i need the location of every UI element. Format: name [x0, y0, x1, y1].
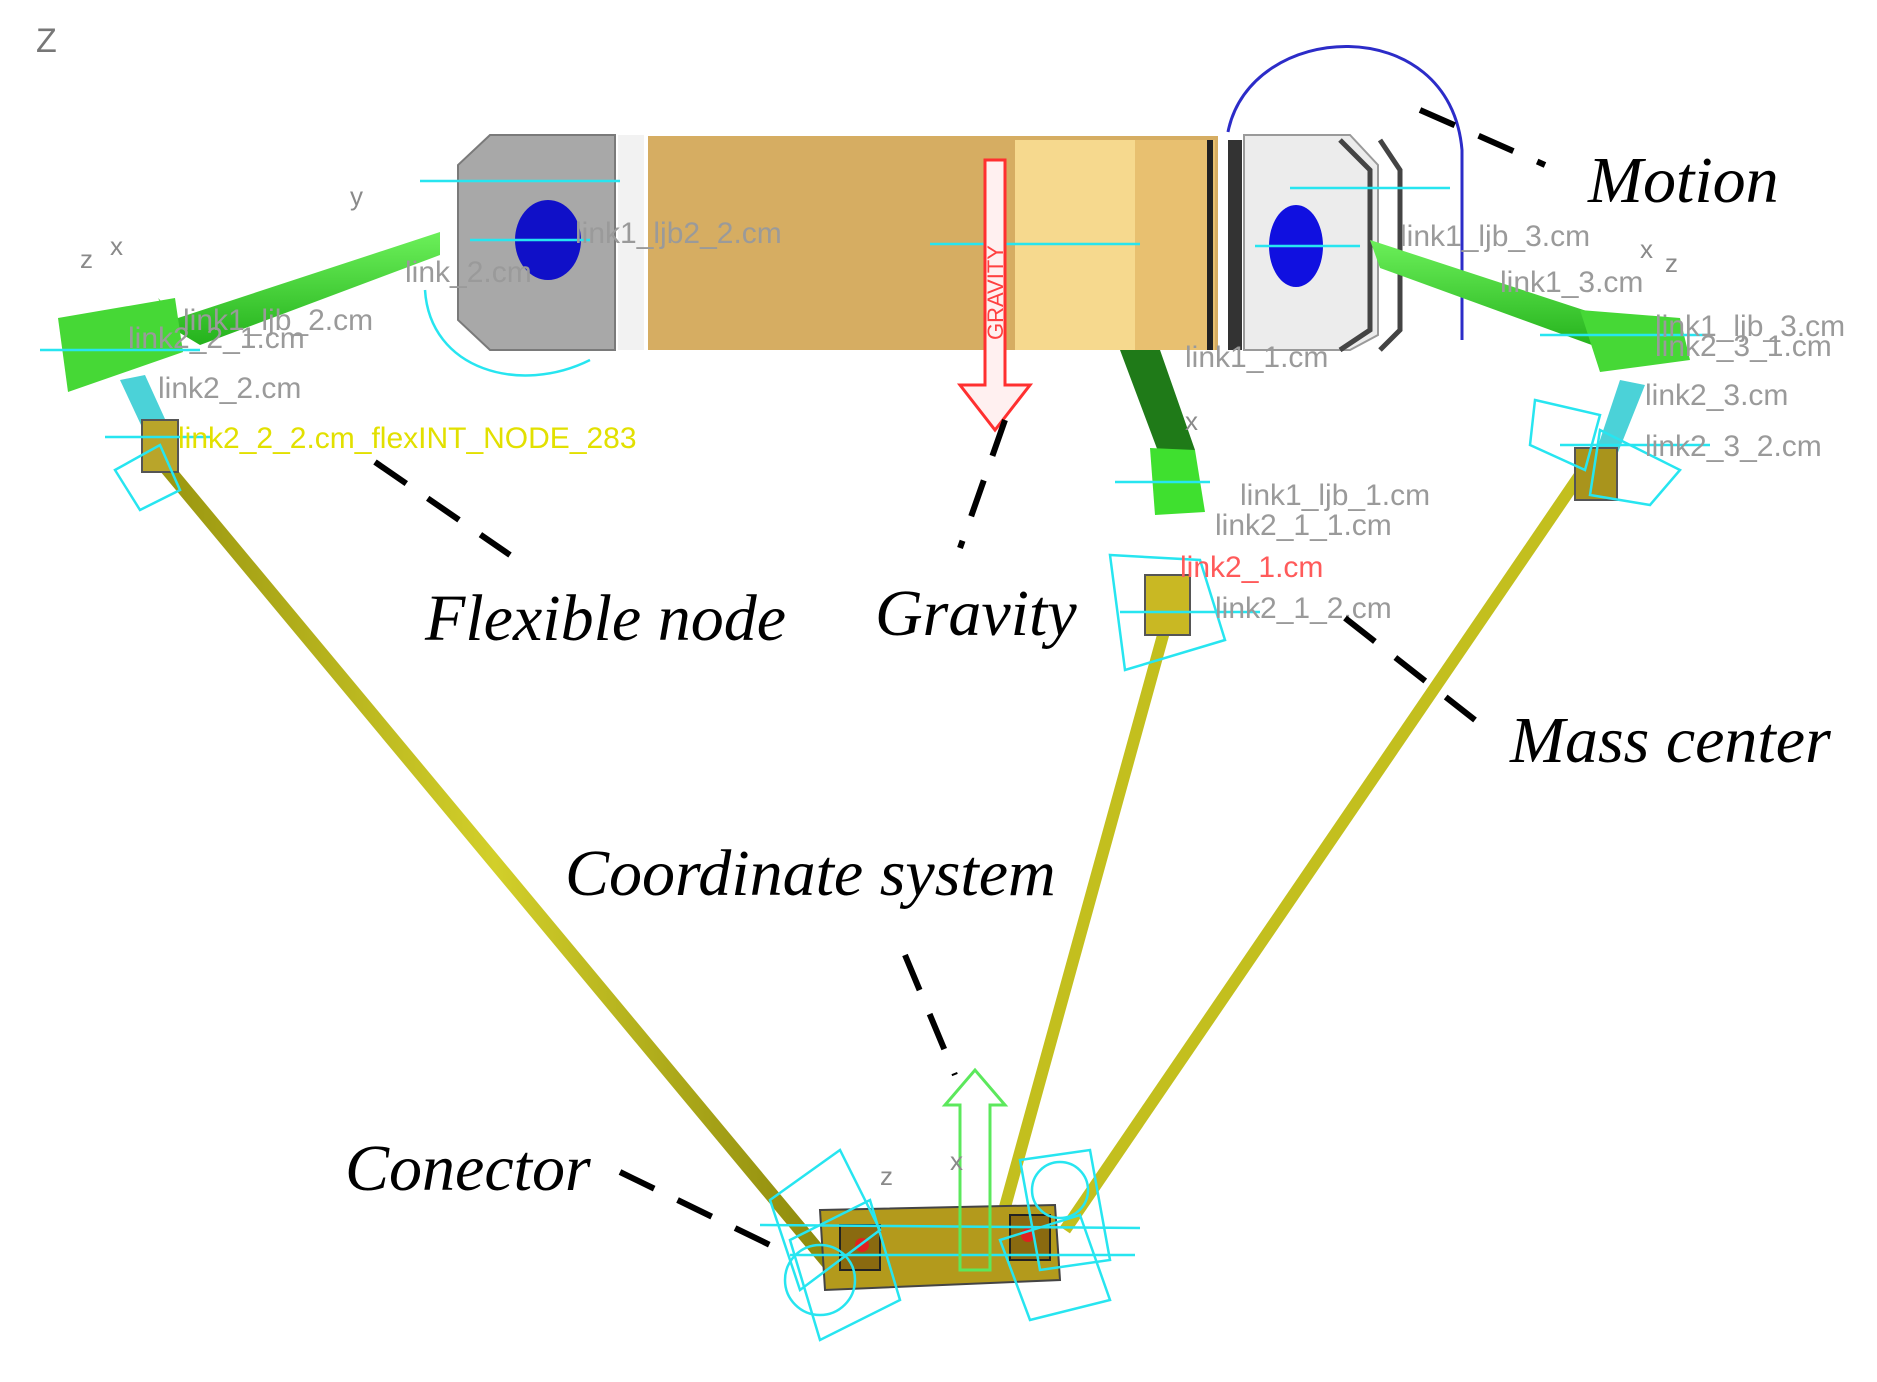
coordinate-system-arrow: [941, 1067, 1009, 1272]
label-link2-2-1-cm: link2_2_1.cm: [128, 322, 305, 355]
right-upper-arm: [1370, 240, 1608, 348]
axis-y-left: y: [350, 181, 363, 211]
label-link2-1-2-cm: link2_1_2.cm: [1215, 592, 1392, 625]
label-link1-ljb-3-cm: link1_ljb_3.cm: [1400, 220, 1590, 253]
axis-z-left: z: [80, 244, 93, 274]
label-link2-2-cm: link2_2.cm: [158, 372, 301, 405]
joint-markers: [40, 333, 1710, 672]
axis-z-platform: z: [880, 1161, 893, 1191]
corner-mark: Z: [36, 22, 57, 60]
axis-triads: z x y x x z z x: [80, 181, 1678, 1191]
motion-arc-left: [423, 289, 591, 377]
leader-lines: [373, 107, 1547, 1248]
axis-x-platform: x: [950, 1146, 963, 1176]
label-link2-1-cm: link2_1.cm: [1180, 551, 1323, 584]
leader-mass-center: [1343, 615, 1477, 723]
gravity-vector: GRAVITY: [956, 158, 1034, 433]
upper-arms: [58, 232, 1690, 515]
label-link2-3-2-cm: link2_3_2.cm: [1645, 430, 1822, 463]
label-link1-ljb-1-cm: link1_ljb_1.cm: [1240, 479, 1430, 512]
left-upper-arm: [158, 232, 440, 345]
middle-rod: [994, 626, 1171, 1227]
callout-gravity: Gravity: [875, 577, 1077, 650]
callout-motion: Motion: [1587, 144, 1779, 217]
motion-arc: [1226, 45, 1464, 340]
cad-labels: link_2.cm link1_ljb_2.cm link2_2_1.cm li…: [128, 217, 1845, 625]
middle-joint: [1144, 574, 1191, 636]
label-link-2-cm: link_2.cm: [405, 256, 532, 289]
right-lower-stub: [1595, 380, 1645, 460]
axis-x-left: x: [110, 231, 123, 261]
label-flex-node: link2_2_2.cm_flexINT_NODE_283: [178, 422, 637, 455]
label-link1-ljb2-2-cm: link1_ljb2_2.cm: [575, 217, 782, 250]
frame-markers: [420, 179, 1450, 248]
leader-conector: [618, 1169, 772, 1248]
leader-coordinate-system: [902, 953, 958, 1077]
gravity-vertical-label: GRAVITY: [983, 245, 1008, 340]
callout-labels: Motion Flexible node Gravity Mass center…: [345, 144, 1831, 1205]
label-link1-ljb-3-cm-b: link1_ljb_3.cm: [1655, 310, 1845, 343]
callout-mass-center: Mass center: [1509, 704, 1831, 777]
label-link2-3-cm: link2_3.cm: [1645, 379, 1788, 412]
label-link1-ljb-2-cm: link1_ljb_2.cm: [183, 304, 373, 337]
leader-gravity: [957, 419, 1008, 549]
axis-z-right: z: [1665, 248, 1678, 278]
callout-coordinate-system: Coordinate system: [565, 837, 1056, 910]
middle-upper-arm: [1120, 350, 1195, 470]
label-link1-3-cm: link1_3.cm: [1500, 266, 1643, 299]
left-rod: [154, 455, 836, 1270]
leader-motion: [1418, 107, 1547, 168]
label-link1-1-cm: link1_1.cm: [1185, 341, 1328, 374]
axis-x-mid: x: [1185, 406, 1198, 436]
leader-flexible-node: [373, 459, 512, 558]
joint-blocks: [141, 419, 1618, 636]
callout-conector: Conector: [345, 1132, 591, 1205]
right-rod: [1060, 471, 1585, 1234]
label-link2-1-1-cm: link2_1_1.cm: [1215, 509, 1392, 542]
label-link2-3-1-cm: link2_3_1.cm: [1655, 330, 1832, 363]
parallel-rods: [154, 455, 1585, 1270]
callout-flexible-node: Flexible node: [424, 582, 786, 655]
moving-platform: [759, 1148, 1141, 1342]
axis-x-right: x: [1640, 234, 1653, 264]
gravity-arrow: [956, 158, 1034, 433]
